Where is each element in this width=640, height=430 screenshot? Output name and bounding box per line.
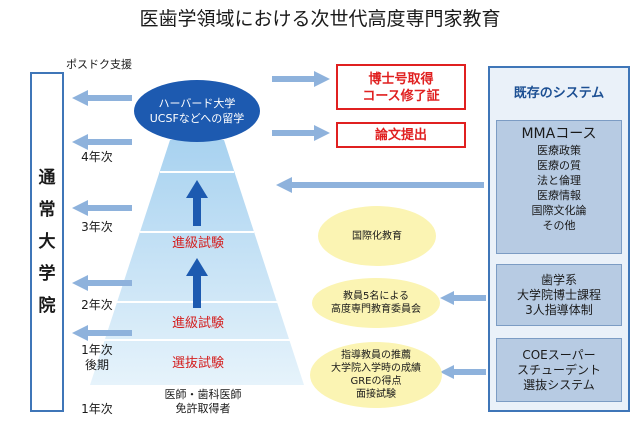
regular-grad-char: 常 [38, 200, 56, 220]
dental-line2: 大学院博士課程 [516, 288, 601, 302]
degree-line2: コース修了証 [362, 89, 440, 104]
year-2-label: 2年次 [81, 298, 113, 312]
study-abroad-ellipse: ハーバード大学 UCSFなどへの留学 [134, 80, 260, 142]
coe-line2: スチューデント [516, 363, 601, 377]
regular-grad-school-label: 通 常 大 学 院 [30, 72, 64, 412]
licensed-note-line2: 免許取得者 [175, 402, 231, 415]
regular-grad-char: 院 [38, 296, 56, 316]
left-arrow-y3 [72, 200, 132, 216]
year-1-late-label-b: 後期 [84, 358, 109, 372]
dental-line3: 3人指導体制 [525, 303, 593, 317]
criteria-line: 指導教員の推薦 [341, 350, 411, 361]
diagram-title: 医歯学領域における次世代高度専門家教育 [139, 8, 501, 30]
licensed-note: 医師・歯科医師 免許取得者 [128, 388, 278, 416]
existing-system-title: 既存のシステム [513, 86, 605, 101]
left-arrow-y4 [72, 134, 132, 150]
up-arrow-lower [186, 258, 208, 308]
study-abroad-line2: UCSFなどへの留学 [149, 112, 245, 125]
degree-box: 博士号取得 コース修了証 [336, 64, 466, 110]
right-arrow-thesis [272, 125, 330, 141]
committee-line1: 教員5名による [342, 291, 410, 302]
advance-exam-lower: 進級試験 [171, 316, 224, 331]
year-3-label: 3年次 [81, 220, 113, 234]
coe-card: COEスーパー スチューデント 選抜システム [496, 338, 622, 402]
selection-criteria-oval: 指導教員の推薦 大学院入学時の成績 GREの得点 面接試験 [310, 342, 442, 408]
committee-oval: 教員5名による 高度専門教育委員会 [312, 278, 440, 328]
left-arrow-y2 [72, 275, 132, 291]
postdoc-label: ポスドク支援 [66, 58, 132, 71]
committee-line2: 高度専門教育委員会 [331, 304, 421, 315]
licensed-note-line1: 医師・歯科医師 [164, 388, 242, 401]
left-arrow-oval-select [440, 365, 486, 379]
mma-item: 国際文化論 [531, 204, 587, 217]
criteria-line: 大学院入学時の成績 [331, 363, 421, 374]
criteria-line: GREの得点 [350, 376, 402, 387]
mma-item: 医療情報 [537, 189, 581, 202]
intl-education-oval: 国際化教育 [318, 206, 436, 266]
mma-item: その他 [542, 219, 576, 232]
criteria-line: 面接試験 [356, 389, 396, 400]
coe-line1: COEスーパー [522, 348, 596, 362]
left-arrow-postdoc [72, 90, 132, 106]
dental-program-card: 歯学系 大学院博士課程 3人指導体制 [496, 264, 622, 326]
mma-course-title: MMAコース [521, 126, 597, 142]
right-arrow-degree [272, 71, 330, 87]
year-1-late-label-a: 1年次 [81, 343, 113, 357]
thesis-box: 論文提出 [336, 122, 466, 148]
up-arrow-upper [186, 180, 208, 226]
degree-line1: 博士号取得 [368, 72, 434, 87]
left-arrow-y1-late [72, 325, 132, 341]
left-arrow-existing [276, 177, 484, 193]
year-1-label: 1年次 [81, 402, 113, 416]
study-abroad-line1: ハーバード大学 [158, 97, 236, 110]
coe-line3: 選抜システム [523, 378, 595, 392]
mma-course-card: MMAコース 医療政策 医療の質 法と倫理 医療情報 国際文化論 その他 [496, 120, 622, 254]
mma-item: 医療の質 [537, 159, 581, 172]
regular-grad-school-box [30, 72, 64, 412]
mma-item: 医療政策 [537, 144, 581, 157]
selection-exam: 選抜試験 [171, 356, 224, 371]
advance-exam-upper: 進級試験 [171, 236, 224, 251]
dental-line1: 歯学系 [540, 273, 577, 287]
left-arrow-oval-committee [440, 291, 486, 305]
regular-grad-char: 学 [38, 264, 56, 284]
year-4-label: 4年次 [81, 150, 113, 164]
regular-grad-char: 通 [38, 168, 56, 188]
mma-item: 法と倫理 [537, 174, 581, 187]
regular-grad-char: 大 [38, 232, 56, 252]
